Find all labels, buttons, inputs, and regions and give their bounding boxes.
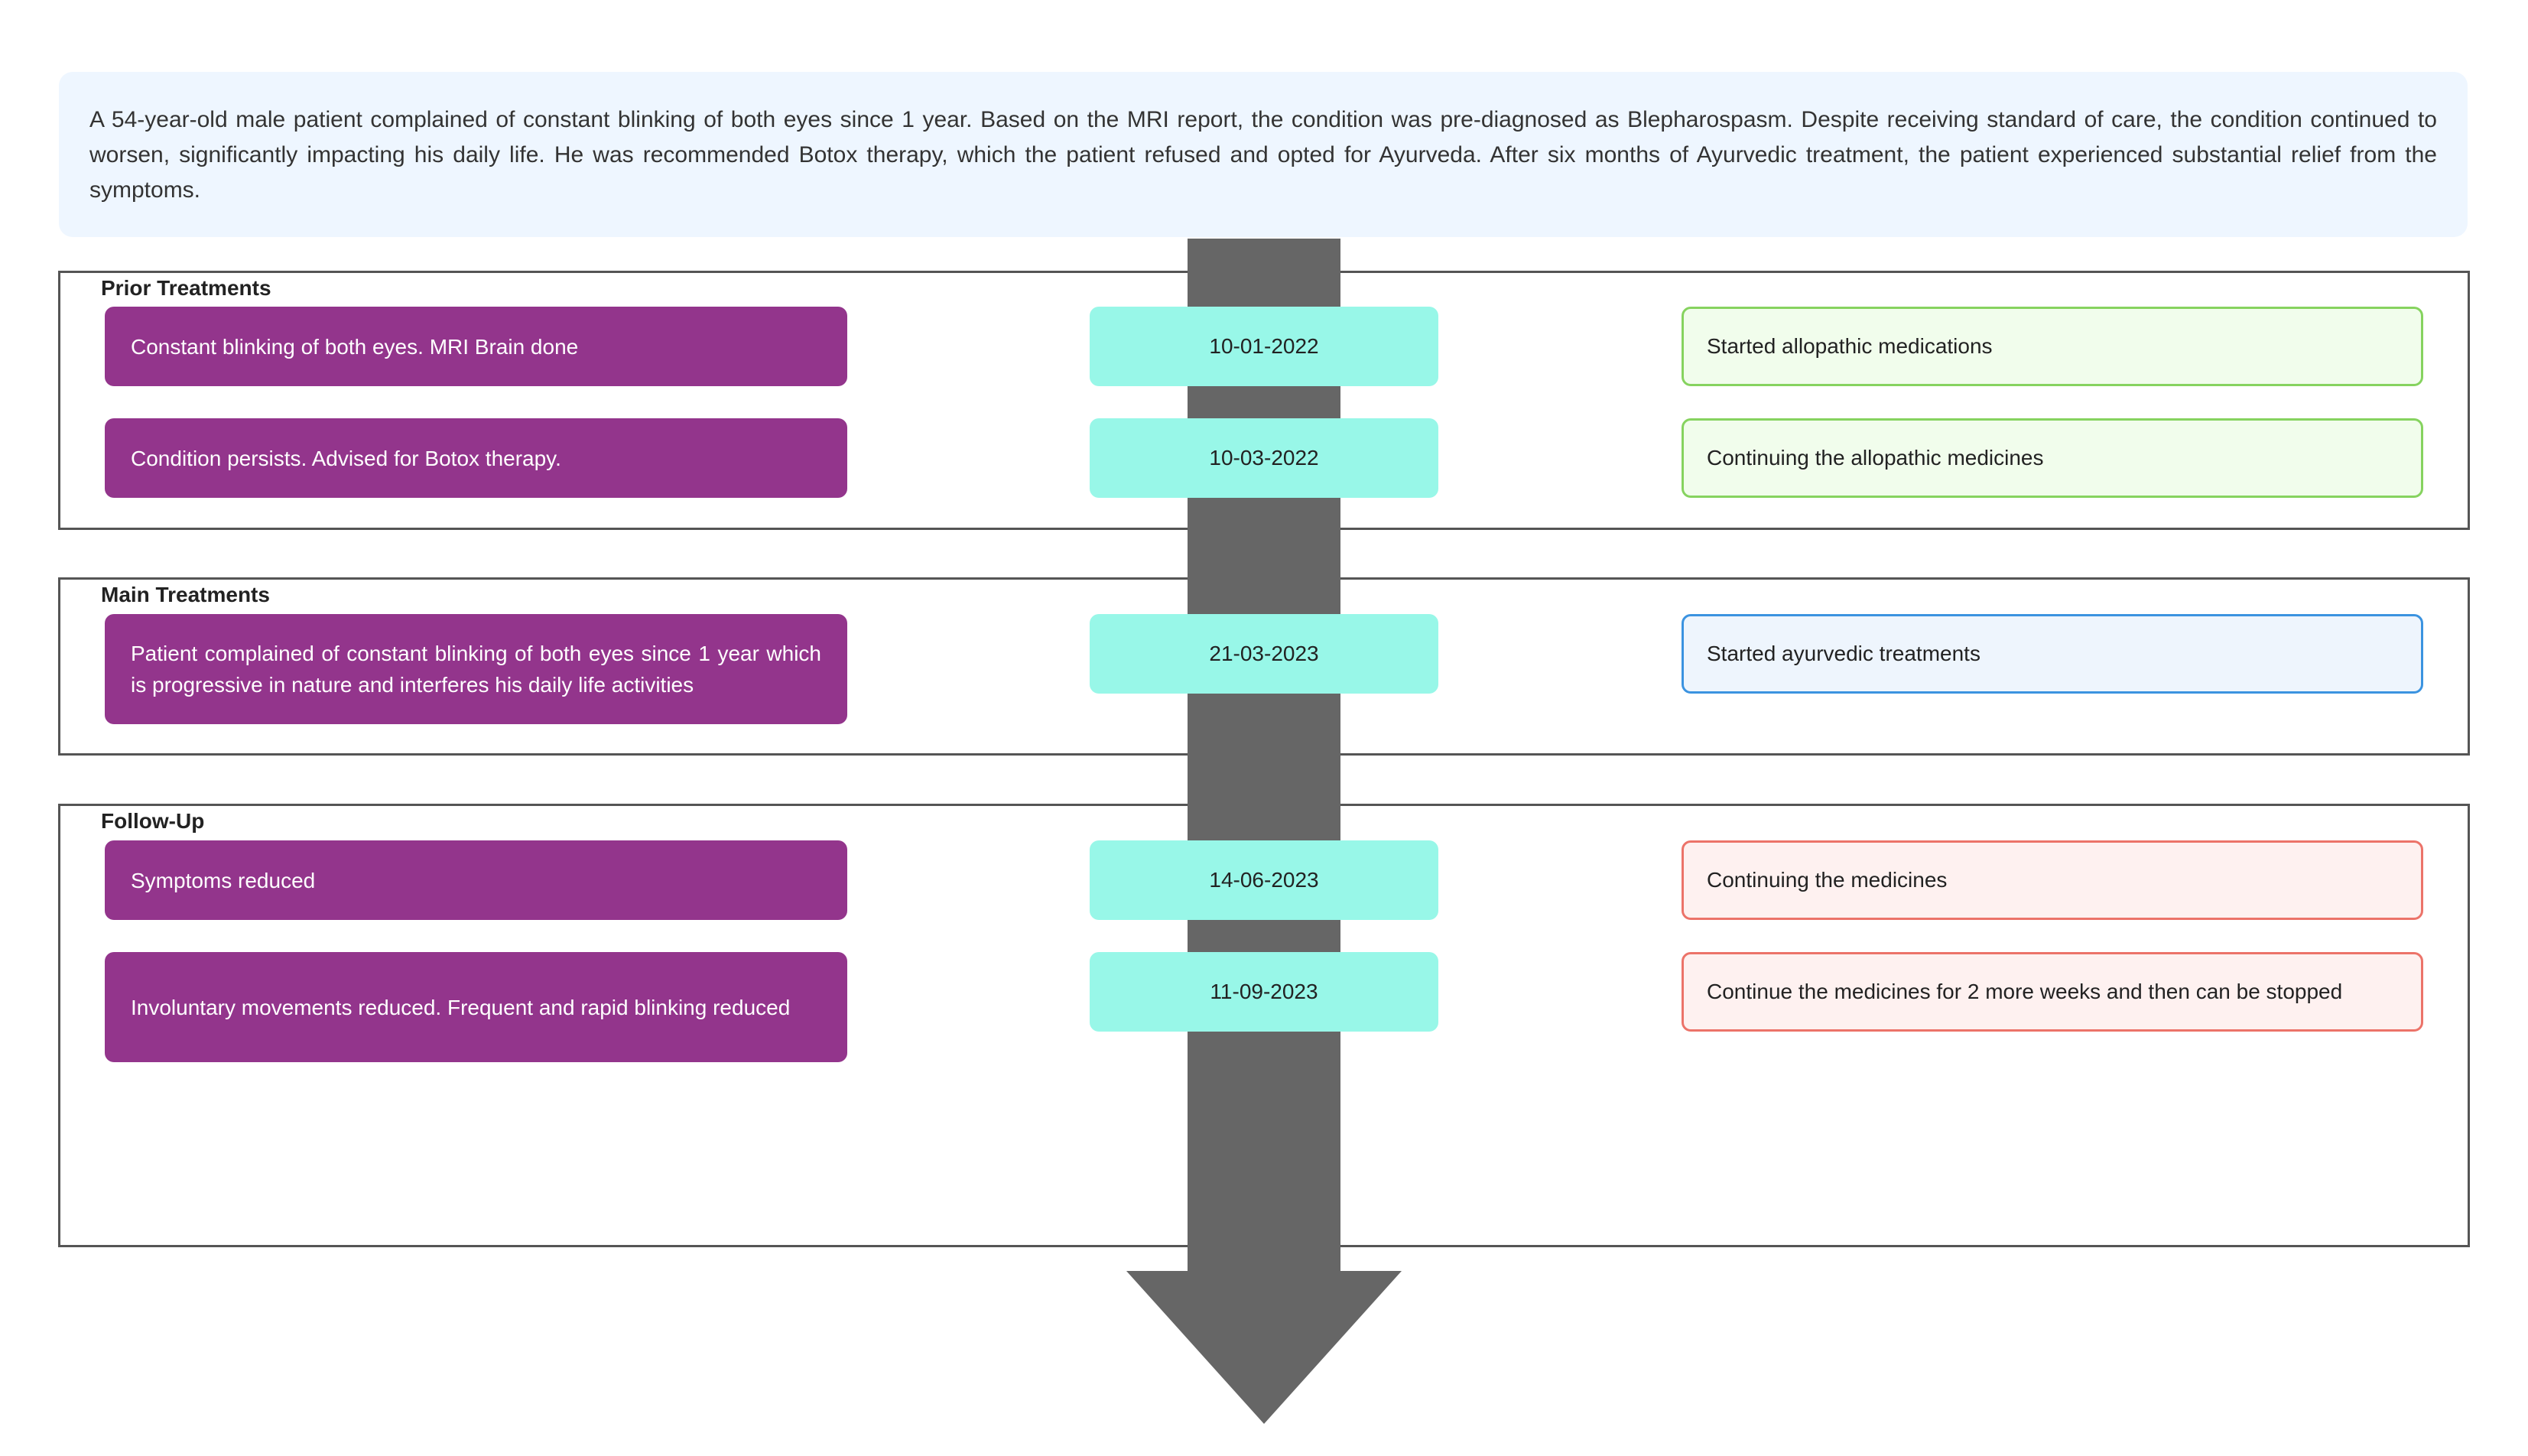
event-text: Symptoms reduced <box>131 868 316 892</box>
event-box: Patient complained of constant blinking … <box>105 614 847 724</box>
action-box: Started ayurvedic treatments <box>1682 614 2423 694</box>
action-box: Continuing the allopathic medicines <box>1682 418 2423 498</box>
action-box: Continue the medicines for 2 more weeks … <box>1682 952 2423 1032</box>
case-summary: A 54-year-old male patient complained of… <box>59 72 2468 237</box>
section-title-prior: Prior Treatments <box>101 276 271 300</box>
action-box: Started allopathic medications <box>1682 307 2423 386</box>
date-box: 11-09-2023 <box>1090 952 1438 1032</box>
event-box: Constant blinking of both eyes. MRI Brai… <box>105 307 847 386</box>
date-box: 10-01-2022 <box>1090 307 1438 386</box>
action-box: Continuing the medicines <box>1682 840 2423 920</box>
event-box: Involuntary movements reduced. Frequent … <box>105 952 847 1062</box>
date-box: 21-03-2023 <box>1090 614 1438 694</box>
date-box: 10-03-2022 <box>1090 418 1438 498</box>
event-box: Condition persists. Advised for Botox th… <box>105 418 847 498</box>
event-box: Symptoms reduced <box>105 840 847 920</box>
event-text: Condition persists. Advised for Botox th… <box>131 446 561 470</box>
section-title-main: Main Treatments <box>101 583 270 606</box>
event-text: Constant blinking of both eyes. MRI Brai… <box>131 334 579 359</box>
timeline-arrow-head <box>1126 1271 1402 1424</box>
date-box: 14-06-2023 <box>1090 840 1438 920</box>
case-summary-text: A 54-year-old male patient complained of… <box>89 107 2437 203</box>
event-text: Involuntary movements reduced. Frequent … <box>131 995 791 1019</box>
section-title-followup: Follow-Up <box>101 809 205 833</box>
timeline-arrow-shaft <box>1188 239 1340 1271</box>
event-text: Patient complained of constant blinking … <box>131 642 821 697</box>
